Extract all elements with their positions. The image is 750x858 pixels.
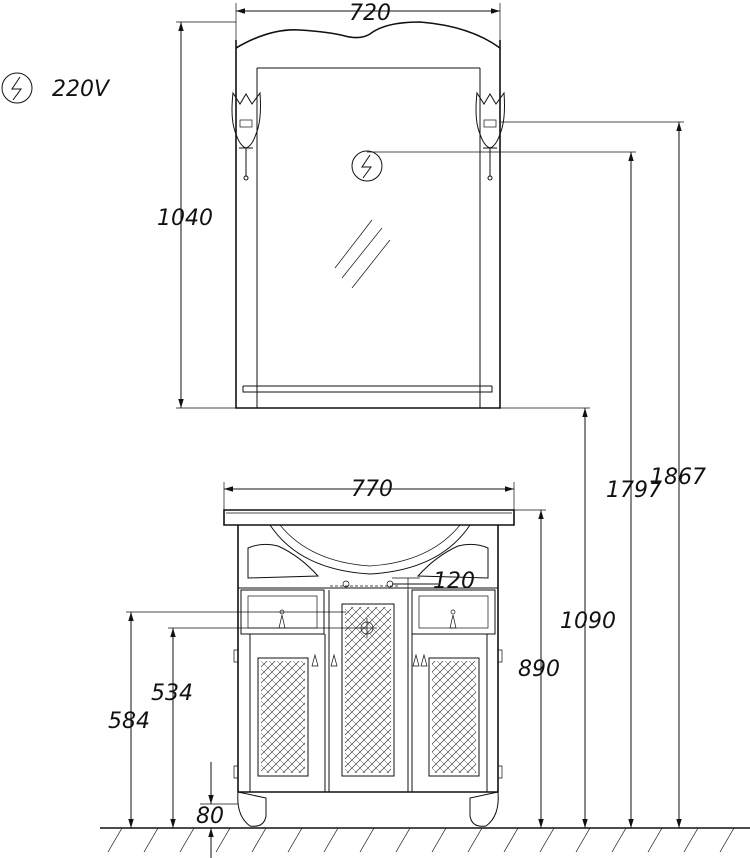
dim-mirror-width: 720: [349, 1, 391, 26]
dim-leg-height: 80: [196, 804, 224, 829]
electric-outlet-icon: [1, 72, 33, 104]
dim-lamp-height: 1867: [650, 465, 706, 490]
right-lamp: [475, 91, 505, 181]
dim-drawer-height: 584: [108, 709, 150, 734]
vanity: [223, 509, 515, 827]
left-leg: [237, 791, 267, 827]
dim-mirror-bottom-height: 1090: [560, 609, 616, 634]
dimension-labels: 720 1040 770 120 890 1090 1797 1867 584 …: [108, 1, 706, 829]
dim-vanity-height: 890: [518, 657, 560, 682]
dimension-lines: [126, 3, 684, 858]
power-label: 220V: [52, 77, 111, 102]
dim-mirror-height: 1040: [157, 206, 213, 231]
mirror: [235, 21, 501, 409]
right-drawer: [411, 589, 496, 635]
dim-socket-height: 1797: [606, 478, 662, 503]
socket-icon: [351, 150, 383, 182]
dim-pipe-height: 534: [151, 681, 193, 706]
floor: [100, 827, 750, 853]
dim-vanity-width: 770: [351, 477, 393, 502]
right-leg: [469, 791, 499, 827]
dim-spacing: 120: [433, 569, 475, 594]
left-lamp: [231, 91, 261, 181]
power-symbol: 220V: [1, 72, 111, 104]
